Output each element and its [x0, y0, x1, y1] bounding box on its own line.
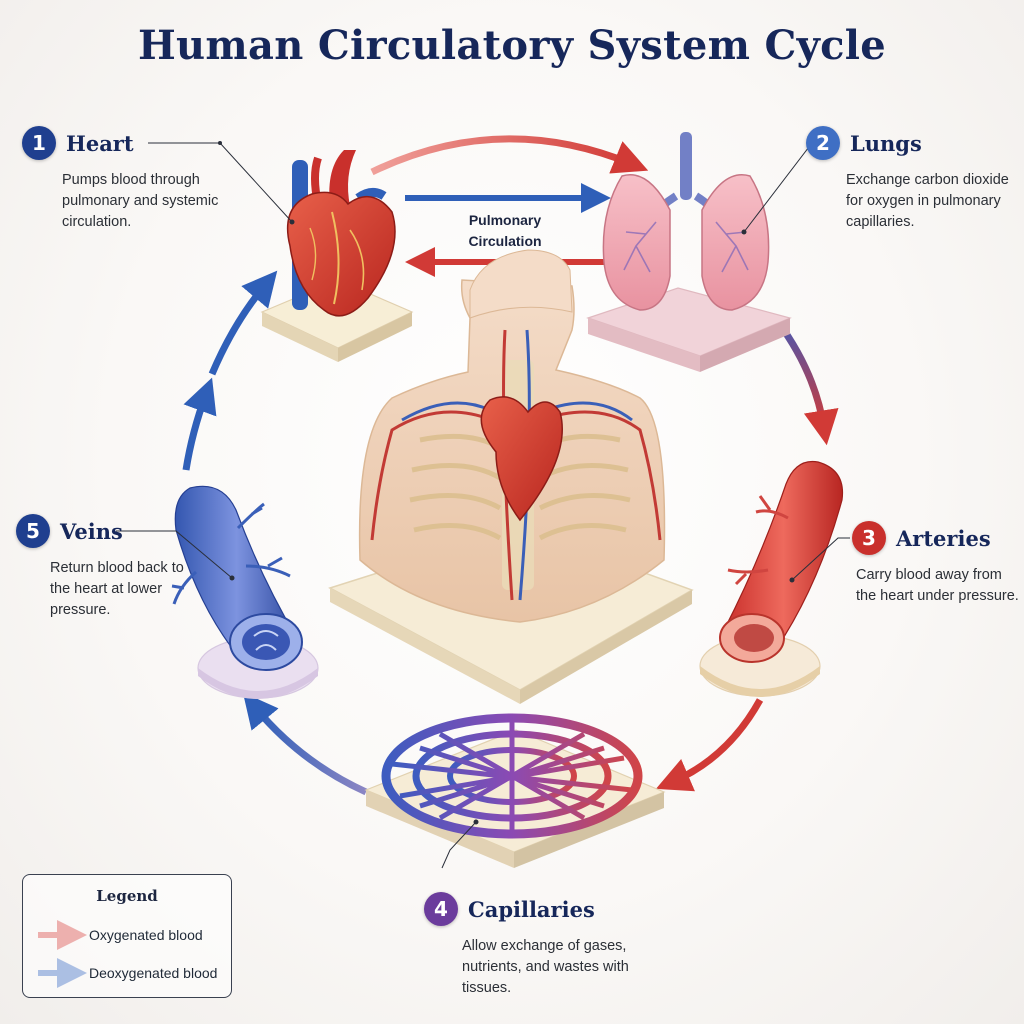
artery-icon	[699, 460, 844, 697]
page-title: Human Circulatory System Cycle	[137, 22, 887, 69]
arrow-veins-up	[182, 377, 217, 471]
pulmonary-circulation-label: Pulmonary Circulation	[440, 210, 570, 252]
step-description: Pumps blood through pulmonary and system…	[62, 172, 219, 231]
step-number-badge: 1	[22, 126, 56, 160]
arrow-veins-to-heart	[208, 270, 278, 376]
arrow-lungs-to-arteries	[775, 319, 839, 446]
step-title: Heart	[66, 130, 134, 156]
step-title: Lungs	[850, 130, 922, 156]
legend-item-deoxygenated: Deoxygenated blood	[89, 965, 217, 981]
torso-icon	[328, 249, 694, 704]
pulmonary-line-1: Pulmonary	[468, 212, 542, 228]
arrow-capillaries-to-veins	[242, 692, 368, 796]
legend-item-oxygenated: Oxygenated blood	[89, 927, 203, 943]
vein-icon	[171, 485, 319, 699]
lungs-icon	[586, 132, 792, 372]
legend-label-oxygenated: Oxygenated blood	[89, 927, 203, 943]
step-capillaries: 4 Capillaries Allow exchange of gases, n…	[424, 892, 644, 999]
step-description: Return blood back to the heart at lower …	[50, 560, 184, 619]
legend-label-deoxygenated: Deoxygenated blood	[89, 965, 218, 981]
step-title: Capillaries	[468, 896, 595, 922]
heart-icon	[260, 150, 414, 362]
arrow-arteries-to-capillaries	[655, 698, 764, 792]
step-number-badge: 3	[852, 521, 886, 555]
step-number-badge: 5	[16, 514, 50, 548]
legend-title: Legend	[96, 887, 158, 905]
step-description: Exchange carbon dioxide for oxygen in pu…	[846, 172, 1009, 231]
step-number-badge: 2	[806, 126, 840, 160]
pulmonary-line-2: Circulation	[468, 233, 542, 249]
step-description: Carry blood away from the heart under pr…	[856, 567, 1019, 605]
legend: Legend Oxygenated blood Deoxygenated blo…	[22, 874, 232, 998]
leader-dots	[218, 141, 795, 825]
step-arteries: 3 Arteries Carry blood away from the hea…	[852, 521, 1020, 607]
step-title: Veins	[60, 518, 123, 544]
arrow-heart-to-lungs	[370, 135, 649, 176]
step-description: Allow exchange of gases, nutrients, and …	[462, 938, 629, 997]
step-title: Arteries	[896, 525, 991, 551]
step-heart: 1 Heart Pumps blood through pulmonary an…	[22, 126, 252, 233]
step-lungs: 2 Lungs Exchange carbon dioxide for oxyg…	[806, 126, 1016, 233]
capillary-network-icon	[364, 713, 666, 868]
step-veins: 5 Veins Return blood back to the heart a…	[16, 514, 196, 621]
step-number-badge: 4	[424, 892, 458, 926]
